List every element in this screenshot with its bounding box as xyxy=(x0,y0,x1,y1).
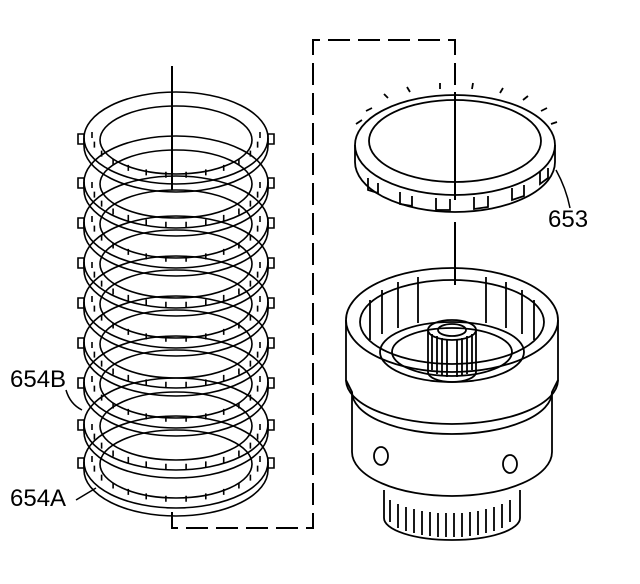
label-653: 653 xyxy=(548,206,589,233)
label-654b: 654B xyxy=(10,366,67,393)
leader-654a xyxy=(75,487,97,501)
clutch-plate xyxy=(77,255,275,357)
assembly-dashed-line xyxy=(171,39,456,529)
clutch-plate xyxy=(77,335,275,437)
clutch-plate xyxy=(77,91,275,193)
clutch-plate xyxy=(77,415,275,517)
clutch-plate-stack xyxy=(77,91,275,517)
label-654a: 654A xyxy=(10,485,67,512)
clutch-plate xyxy=(77,135,275,237)
clutch-plate xyxy=(77,377,275,479)
leader-654b xyxy=(65,389,83,411)
leader-653 xyxy=(555,169,571,209)
leader-lines xyxy=(65,169,571,501)
clutch-plate xyxy=(77,215,275,317)
clutch-plate xyxy=(77,295,275,397)
clutch-housing xyxy=(345,267,559,541)
clutch-plate xyxy=(77,175,275,277)
